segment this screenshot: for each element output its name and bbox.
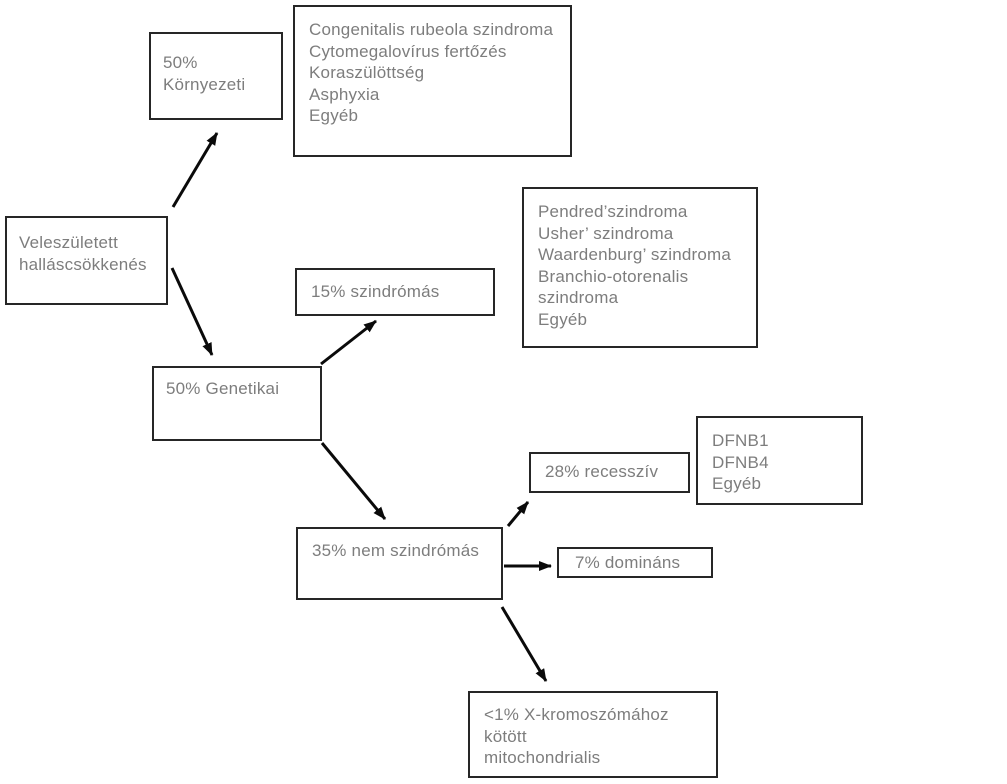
edge-nonsyndromic-xlinked-mito <box>500 606 548 682</box>
node-dominant-label: 7% domináns <box>575 553 681 572</box>
node-root: Veleszületett halláscsökkenés <box>5 216 168 305</box>
node-genetic: 50% Genetikai <box>152 366 322 441</box>
node-syndromic-label: 15% szindrómás <box>311 282 440 301</box>
box-line: Egyéb <box>309 106 359 125</box>
node-root-label: Veleszületett halláscsökkenés <box>19 233 147 274</box>
edge-root-environmental <box>171 132 219 208</box>
box-line: Branchio-otorenalis szindroma <box>538 266 689 308</box>
node-xlinked-mito-list: <1% X-kromoszómához kötött mitochondriali… <box>484 704 702 769</box>
box-line: Usher’ szindroma <box>538 223 674 243</box>
box-line: Asphyxia <box>309 84 380 104</box>
node-recessive-label: 28% recesszív <box>545 462 659 481</box>
node-xlinked-mito: <1% X-kromoszómához kötött mitochondriali… <box>468 691 718 778</box>
box-line: Pendred’szindroma <box>538 202 688 221</box>
box-line: mitochondrialis <box>484 748 601 767</box>
node-nonsyndromic-label: 35% nem szindrómás <box>312 541 480 560</box>
node-nonsyndromic: 35% nem szindrómás <box>296 527 503 600</box>
box-line: Egyéb <box>712 474 762 493</box>
node-genetic-label: 50% Genetikai <box>166 379 280 398</box>
edge-genetic-nonsyndromic <box>320 442 387 520</box>
box-line: <1% X-kromoszómához kötött <box>484 705 669 746</box>
node-recessive: 28% recesszív <box>529 452 690 493</box>
box-line: DFNB1 <box>712 431 769 450</box>
box-line: Koraszülöttség <box>309 63 425 82</box>
edge-genetic-syndromic <box>320 319 377 366</box>
box-line: Egyéb <box>538 309 588 329</box>
node-environmental-label: 50% Környezeti <box>163 53 246 94</box>
box-line: Cytomegalovírus fertőzés <box>309 41 507 61</box>
box-line: DFNB4 <box>712 452 769 472</box>
node-dominant: 7% domináns <box>557 547 713 578</box>
box-line: Waardenburg’ szindroma <box>538 245 732 264</box>
box-line: Congenitalis rubeola szindroma <box>309 20 554 39</box>
edge-root-genetic <box>170 267 214 356</box>
edge-nonsyndromic-recessive <box>506 501 530 527</box>
node-syndromic: 15% szindrómás <box>295 268 495 316</box>
node-environmental: 50% Környezeti <box>149 32 283 120</box>
